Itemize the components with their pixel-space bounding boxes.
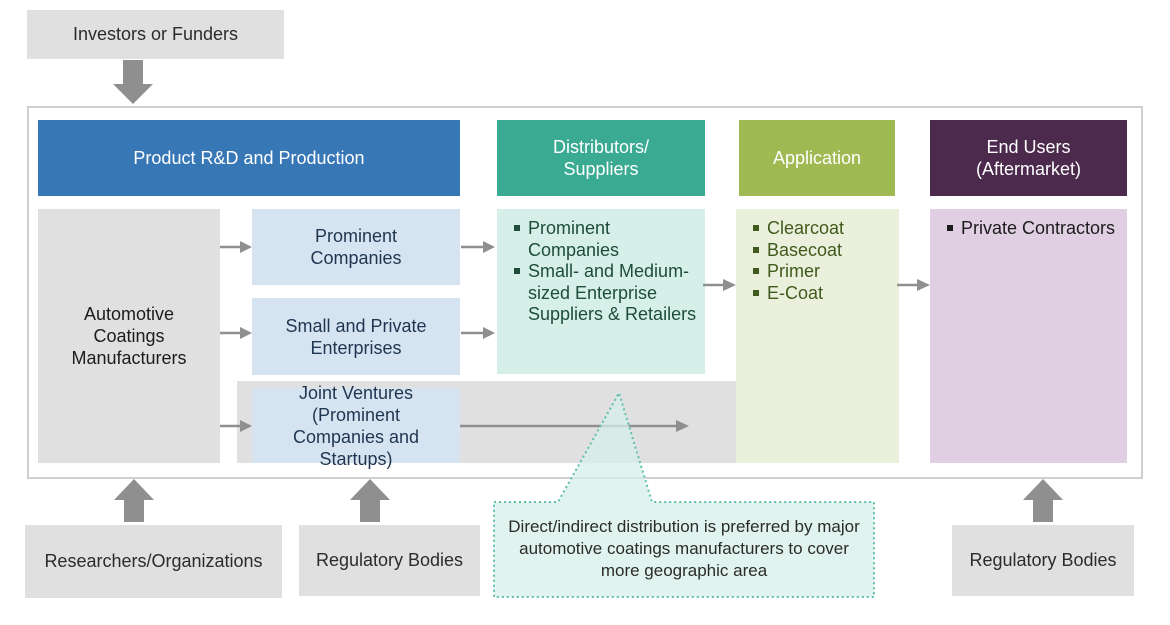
distributors-item: Prominent Companies [511,218,697,261]
arrow-down-icon [113,60,153,104]
header-end-users-line2: (Aftermarket) [975,159,1081,179]
end-users-item: Private Contractors [944,218,1119,240]
end-users-list: Private Contractors [944,218,1119,240]
header-distributors: Distributors/ Suppliers [497,120,705,196]
researchers-box: Researchers/Organizations [25,525,282,598]
end-users-body: Private Contractors [930,209,1127,463]
joint-ventures-box: Joint Ventures (Prominent Companies and … [252,383,460,469]
header-distributors-line2: Suppliers [563,159,639,179]
arrow-right-icon [703,279,736,291]
arrow-up-icon [1023,479,1063,522]
callout-box: Direct/indirect distribution is preferre… [498,505,870,593]
regulatory-bodies-label-1: Regulatory Bodies [315,550,464,570]
arrow-up-icon [350,479,390,522]
application-item: Clearcoat [750,218,891,240]
header-end-users: End Users (Aftermarket) [930,120,1127,196]
callout-bubble [493,390,875,598]
regulatory-bodies-box-2: Regulatory Bodies [952,525,1134,596]
application-body: Clearcoat Basecoat Primer E-Coat [736,209,899,463]
arrow-right-icon [461,327,495,339]
distributors-list: Prominent Companies Small- and Medium-si… [511,218,697,326]
header-application: Application [739,120,895,196]
application-item: Basecoat [750,240,891,262]
arrow-right-icon [460,420,689,432]
distributors-body: Prominent Companies Small- and Medium-si… [497,209,705,374]
arrow-right-icon [220,327,252,339]
distributors-item: Small- and Medium-sized Enterprise Suppl… [511,261,697,326]
arrow-right-icon [220,420,252,432]
arrow-right-icon [897,279,930,291]
application-item: Primer [750,261,891,283]
prominent-companies-box: Prominent Companies [252,209,460,285]
header-end-users-line1: End Users [986,137,1071,157]
regulatory-bodies-box-1: Regulatory Bodies [299,525,480,596]
investors-label: Investors or Funders [72,24,239,44]
joint-ventures-label: Joint Ventures (Prominent Companies and … [292,382,420,469]
manufacturers-box: Automotive Coatings Manufacturers [38,209,220,463]
small-private-box: Small and Private Enterprises [252,298,460,375]
header-distributors-line1: Distributors/ [552,137,650,157]
header-production: Product R&D and Production [38,120,460,196]
application-item: E-Coat [750,283,891,305]
regulatory-bodies-label-2: Regulatory Bodies [969,550,1117,570]
prominent-companies-label: Prominent Companies [310,226,402,268]
researchers-label: Researchers/Organizations [44,551,263,571]
small-private-label: Small and Private Enterprises [285,315,427,358]
manufacturers-label: Automotive Coatings Manufacturers [71,304,187,368]
arrow-right-icon [461,241,495,253]
application-list: Clearcoat Basecoat Primer E-Coat [750,218,891,304]
arrow-up-icon [114,479,154,522]
callout-text: Direct/indirect distribution is preferre… [508,517,860,580]
arrow-right-icon [220,241,252,253]
header-application-label: Application [772,148,862,168]
investors-box: Investors or Funders [27,10,284,59]
header-production-label: Product R&D and Production [133,148,365,168]
